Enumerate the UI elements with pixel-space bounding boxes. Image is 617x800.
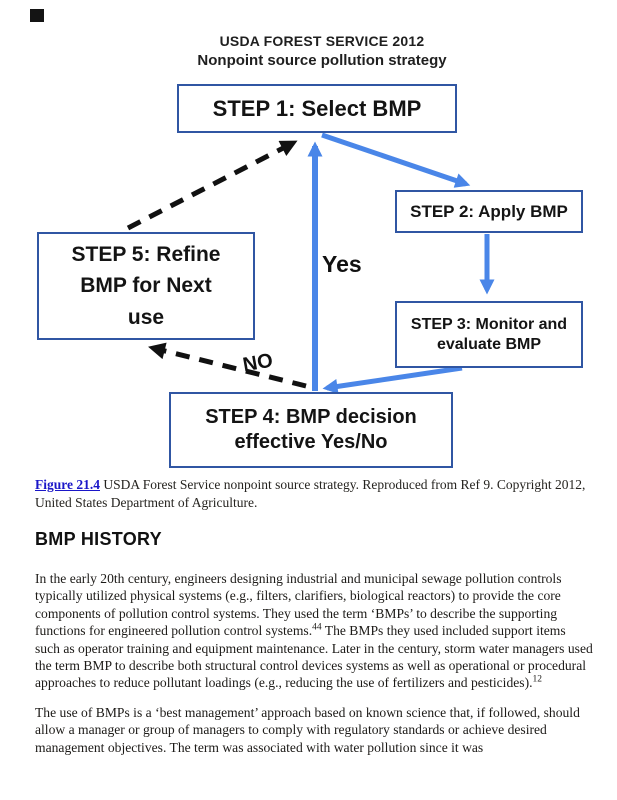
step3-label-line2: evaluate BMP [436, 335, 542, 353]
figure-caption-text: USDA Forest Service nonpoint source stra… [35, 477, 586, 510]
step1-label: STEP 1: Select BMP [212, 95, 422, 121]
figure-21-4-diagram: USDA FOREST SERVICE 2012 Nonpoint source… [30, 9, 583, 468]
arrow-step5-to-step1-dashed [126, 140, 298, 231]
figure-21-4-link[interactable]: Figure 21.4 [35, 477, 100, 492]
reference-superscript-12[interactable]: 12 [532, 674, 543, 685]
flowchart-step4-box: STEP 4: BMP decision effective Yes/No [169, 392, 453, 468]
paragraph1-text-part2: The BMPs they used included support item… [35, 623, 593, 691]
flowchart-step2-box: STEP 2: Apply BMP [395, 190, 583, 233]
section-heading-bmp-history: BMP HISTORY [35, 529, 162, 550]
reference-superscript-44[interactable]: 44 [312, 622, 322, 633]
diagram-title: USDA FOREST SERVICE 2012 Nonpoint source… [132, 33, 512, 69]
arrow-step1-to-step2 [321, 132, 471, 188]
figure-caption: Figure 21.4 USDA Forest Service nonpoint… [35, 476, 593, 511]
body-paragraph-2: The use of BMPs is a ‘best management’ a… [35, 704, 580, 755]
page-content: Figure 21.4 USDA Forest Service nonpoint… [35, 476, 593, 768]
paragraph1-text-part1: In the early 20th century, engineers des… [35, 571, 562, 639]
step5-label-line1: STEP 5: Refine [71, 242, 221, 266]
step5-label-line3: use [127, 305, 165, 329]
step5-label-line2: BMP for Next [80, 274, 212, 298]
step4-label-line1: STEP 4: BMP decision [205, 406, 417, 428]
body-paragraph-1: In the early 20th century, engineers des… [35, 570, 593, 692]
arrow-step4-to-step5-dashed [148, 342, 307, 389]
step3-label-line1: STEP 3: Monitor and [410, 315, 568, 333]
step4-label-line2: effective Yes/No [234, 431, 388, 453]
step2-label: STEP 2: Apply BMP [410, 201, 568, 221]
flowchart-step5-box: STEP 5: Refine BMP for Next use [37, 232, 255, 340]
diagram-title-line1: USDA FOREST SERVICE 2012 [219, 33, 425, 49]
page-corner-square-artifact [30, 9, 44, 22]
flowchart-arrows-layer [126, 132, 495, 394]
flowchart-step3-box: STEP 3: Monitor and evaluate BMP [395, 301, 583, 368]
flowchart-step1-box: STEP 1: Select BMP [177, 84, 457, 133]
arrow-step3-to-step4 [322, 365, 463, 394]
yes-branch-label: Yes [322, 251, 362, 277]
diagram-title-line2: Nonpoint source pollution strategy [197, 52, 447, 69]
